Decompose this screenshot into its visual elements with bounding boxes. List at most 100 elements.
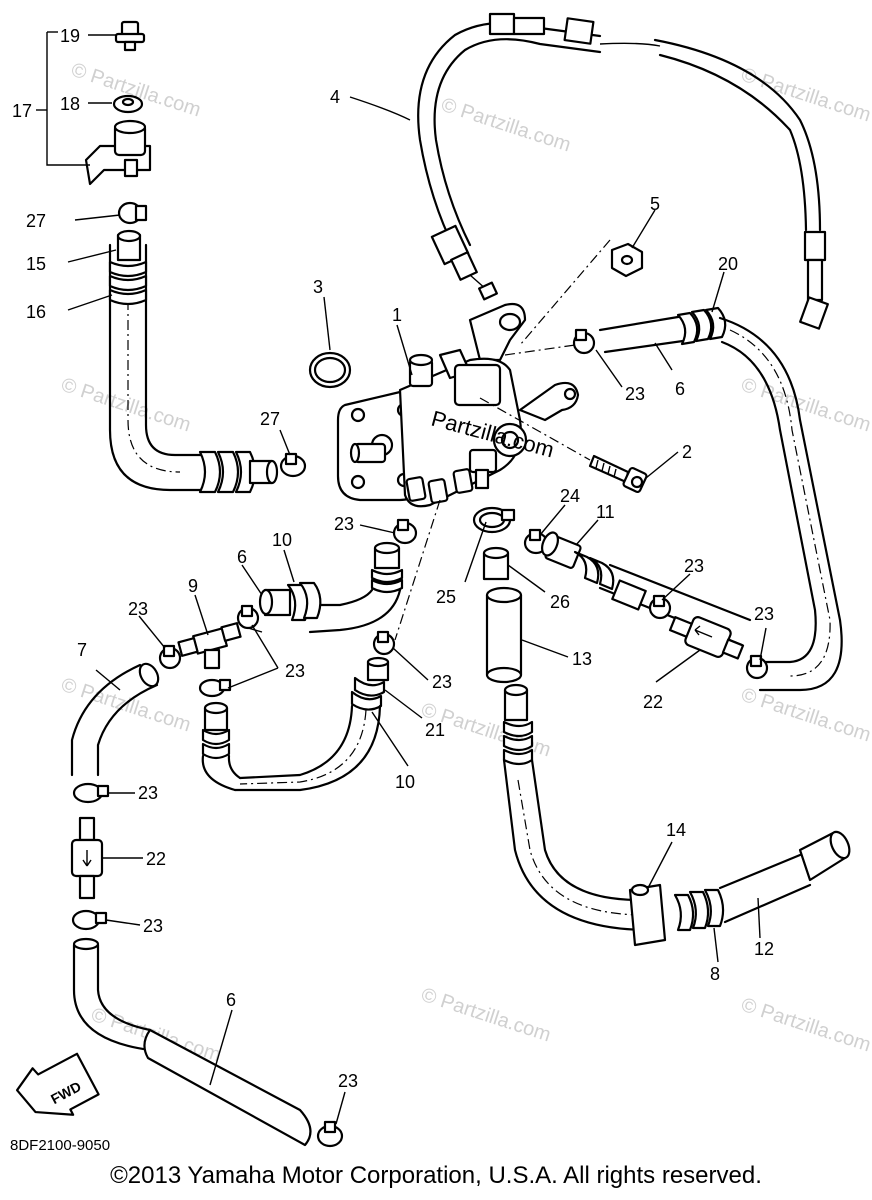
callout-label: 18 xyxy=(60,94,80,114)
clamp-23h xyxy=(648,594,672,620)
callout-label: 7 xyxy=(77,640,87,660)
hose-6c-end xyxy=(72,937,100,951)
callout-label: 9 xyxy=(188,576,198,596)
watermark: © Partzilla.com xyxy=(58,674,193,737)
clamp-23a-centerline xyxy=(504,344,576,356)
callout-label: 23 xyxy=(338,1071,358,1091)
callout-label: 23 xyxy=(128,599,148,619)
hose-11-tube xyxy=(608,563,752,622)
callout-label: 23 xyxy=(625,384,645,404)
hose-10b-centerline xyxy=(239,709,367,785)
oil-pump-1: Partzilla.com xyxy=(336,348,580,508)
cable-4b xyxy=(658,53,808,232)
callout-label: 17 xyxy=(12,101,32,121)
pump-bracket xyxy=(468,302,527,362)
callouts: 19 18 17 27 15 16 4 5 20 3 1 23 6 2 27 2… xyxy=(12,26,774,1091)
hose-10a-tube xyxy=(308,588,402,634)
hose-16 xyxy=(108,243,207,492)
cable-4b-end xyxy=(799,230,829,330)
hose-10a xyxy=(370,541,404,594)
clamp-23d xyxy=(158,644,182,670)
callout-label: 23 xyxy=(285,661,305,681)
hose-20 xyxy=(718,316,843,692)
hose-12b-end xyxy=(798,830,851,882)
callout-label: 22 xyxy=(146,849,166,869)
check-valve-22b xyxy=(668,616,745,660)
hose-6a xyxy=(603,338,692,354)
watermark: © Partzilla.com xyxy=(738,994,872,1057)
callout-label: 23 xyxy=(684,556,704,576)
hose-20 xyxy=(720,340,817,664)
hose-12-top xyxy=(502,683,534,766)
callout-label: 23 xyxy=(334,514,354,534)
bolt-19 xyxy=(114,20,146,52)
cable-4b xyxy=(653,38,822,232)
hose-10b-end xyxy=(201,701,231,760)
clamp-27 xyxy=(117,201,148,225)
clamp-23c xyxy=(236,604,260,630)
hose-end-15 xyxy=(108,229,148,306)
washer-18 xyxy=(112,94,144,114)
hose-6b xyxy=(258,581,322,622)
hose-6c-tube xyxy=(143,1028,312,1147)
hose-12-centerline xyxy=(517,779,646,916)
clamp-23h2 xyxy=(71,909,108,931)
clamp-23b xyxy=(392,518,418,545)
callout-label: 5 xyxy=(650,194,660,214)
hose-11 xyxy=(541,531,615,591)
callout-label: 27 xyxy=(260,409,280,429)
bracket-17 xyxy=(84,119,152,186)
clamp-27b xyxy=(279,452,307,478)
callout-label: 3 xyxy=(313,277,323,297)
watermarks: © Partzilla.com © Partzilla.com © Partzi… xyxy=(58,59,872,1067)
clamp-23e xyxy=(198,678,232,698)
watermark: © Partzilla.com xyxy=(58,374,193,437)
strap-14 xyxy=(628,883,667,947)
cable-4-end xyxy=(430,224,498,301)
hose-6a xyxy=(598,313,692,332)
watermark: © Partzilla.com xyxy=(738,684,872,747)
bolt-2-centerline xyxy=(479,397,591,461)
callout-label: 27 xyxy=(26,211,46,231)
hose-20-centerline xyxy=(729,329,831,677)
tee-joint-9 xyxy=(177,622,242,670)
callout-label: 1 xyxy=(392,305,402,325)
hose-6c xyxy=(96,943,152,1032)
cable-4 xyxy=(433,38,602,247)
hose-12b xyxy=(723,883,812,924)
o-ring-3 xyxy=(308,351,352,389)
callout-label: 2 xyxy=(682,442,692,462)
hose-10a-tube xyxy=(308,588,374,607)
hose-10b xyxy=(238,704,354,780)
callout-label: 19 xyxy=(60,26,80,46)
leader-lines xyxy=(67,34,767,1125)
hose-7 xyxy=(96,683,159,777)
watermark: © Partzilla.com xyxy=(438,94,573,157)
ring-8 xyxy=(673,888,725,932)
bracket-line-17 xyxy=(46,32,90,166)
hose-6c xyxy=(72,943,152,1052)
clamp-23f xyxy=(372,630,396,656)
hose-12 xyxy=(502,758,652,932)
callout-label: 6 xyxy=(675,379,685,399)
hose-13 xyxy=(485,586,523,684)
callout-label: 13 xyxy=(572,649,592,669)
nut-5-centerline xyxy=(519,239,611,346)
hose-12b xyxy=(718,853,802,890)
callout-label: 8 xyxy=(710,964,720,984)
callout-label: 15 xyxy=(26,254,46,274)
callout-label: 24 xyxy=(560,486,580,506)
hose-7-end xyxy=(138,662,160,688)
clamp-23a xyxy=(572,328,596,355)
hose-7 xyxy=(70,663,142,777)
clamp-23j xyxy=(316,1120,344,1148)
nut-5 xyxy=(610,242,644,278)
watermark: © Partzilla.com xyxy=(68,59,203,122)
hose-10b-bend xyxy=(201,754,237,792)
cable-4-mid xyxy=(599,42,661,47)
callout-label: 14 xyxy=(666,820,686,840)
hose-10b-line xyxy=(394,499,441,641)
hose-end-16b xyxy=(198,450,279,494)
callout-label: 6 xyxy=(237,547,247,567)
